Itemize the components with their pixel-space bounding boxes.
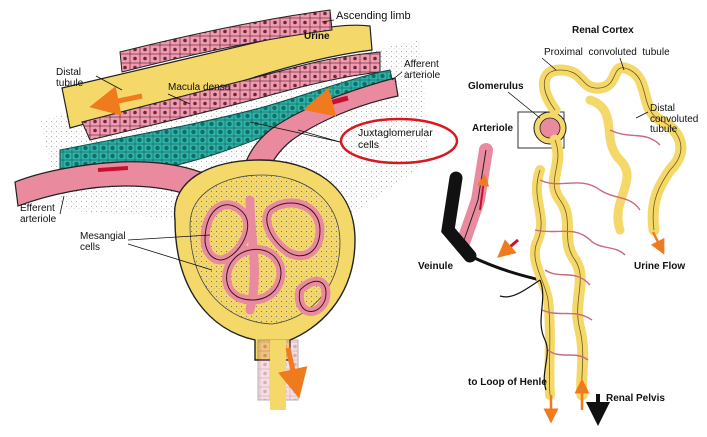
label-mesangial-cells: Mesangial cells [80,231,126,253]
label-juxtaglomerular-cells: Juxtaglomerular cells [358,127,433,151]
juxtaglomerular-highlight-ring [339,117,459,165]
efferent-arteriole-vessel [14,161,231,211]
veinule-flow-arrow [497,238,519,258]
right-leader-lines [507,57,649,119]
veinule-branch [469,254,541,282]
label-proximal-convoluted-tubule: Proximal convoluted tubule [544,47,670,58]
veinule-vessel [441,171,477,263]
filtrate-flow-arrow [278,347,308,399]
urine-flow-arrow [89,86,143,116]
label-arteriole: Arteriole [472,123,514,134]
label-veinule: Veinule [418,261,454,272]
ascending-limb-upper-cells [119,9,333,73]
arteriole-flow-arrow [477,174,490,211]
afferent-flow-arrow [303,87,349,117]
urine-flow-arrow-right [650,231,665,255]
left-leader-lines [59,19,403,271]
glomerular-loop-outlines [204,202,327,312]
efferent-flow-arrow [97,166,129,172]
label-to-loop-of-henle: to Loop of Henle [468,377,547,388]
label-renal-cortex: Renal Cortex [572,25,634,36]
label-efferent-arteriole: Efferent arteriole [20,203,57,225]
label-distal-convoluted-tubule: Distal convoluted tubule [650,103,699,135]
label-macula-densa: Macula densa [168,82,231,93]
label-ascending-limb: Ascending limb [336,10,411,22]
label-renal-pelvis: Renal Pelvis [606,393,665,404]
label-urine: Urine [304,31,330,42]
right-arteriole-outline [461,149,487,247]
label-afferent-arteriole: Afferent arteriole [404,59,441,81]
peritubular-capillaries [534,129,661,361]
label-distal-tubule: Distal tubule [56,67,84,89]
venous-network [499,279,548,391]
label-glomerulus: Glomerulus [468,81,524,92]
outlet-lumen [270,340,286,410]
label-urine-flow: Urine Flow [634,261,686,272]
